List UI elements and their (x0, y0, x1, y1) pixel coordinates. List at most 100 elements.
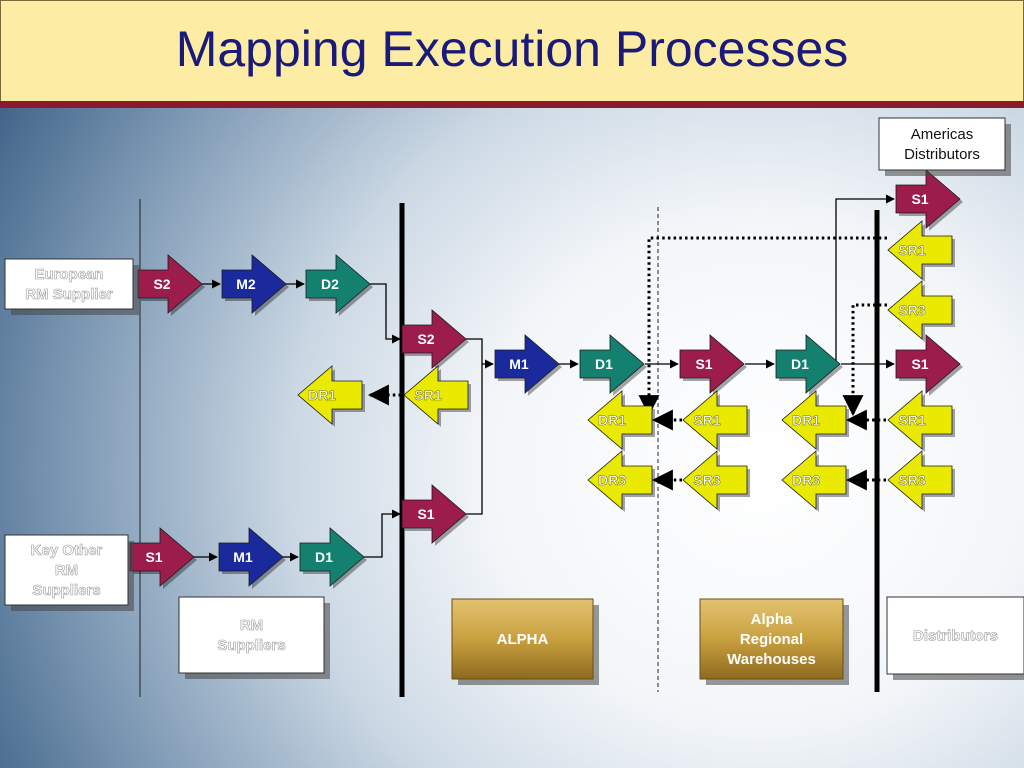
box-label: Suppliers (217, 637, 285, 654)
node-label: M1 (233, 549, 253, 565)
node-label: S1 (695, 356, 712, 372)
node-eu-m2: M2 (221, 254, 289, 316)
node-di-sr3: SR3 (887, 450, 955, 512)
node-eu-s2: S2 (137, 254, 205, 316)
flow-d1-s1 (364, 509, 401, 558)
node-shape (887, 390, 953, 450)
node-ko-s1: S1 (129, 527, 197, 589)
title-bar (0, 0, 1024, 101)
node-wh-d1: D1 (775, 334, 843, 396)
node-label: DR3 (598, 472, 626, 488)
node-a-sr3: SR3 (682, 450, 750, 512)
node-label: D1 (595, 356, 613, 372)
node-label: DR1 (792, 412, 820, 428)
node-label: SR1 (898, 242, 925, 258)
box-label: Distributors (904, 146, 980, 163)
node-label: SR3 (898, 472, 925, 488)
node-eu-d2: D2 (305, 254, 373, 316)
node-shape (137, 254, 203, 314)
node-a-dr3: DR3 (587, 450, 655, 512)
box-label: Alpha (751, 611, 793, 628)
return-top-dr1 (638, 236, 887, 417)
connector-lines (139, 194, 895, 697)
node-shape (887, 220, 953, 280)
box-label: RM Supplier (25, 286, 113, 303)
node-di-sr1-top: SR1 (887, 220, 955, 282)
node-label: M1 (509, 356, 529, 372)
page-title: Mapping Execution Processes (175, 21, 849, 77)
node-label: DR1 (598, 412, 626, 428)
node-label: S2 (153, 276, 170, 292)
box-frame (886, 596, 1024, 675)
node-di-sr1: SR1 (887, 390, 955, 452)
node-shape (305, 254, 371, 314)
node-shape (679, 334, 745, 394)
box-frame (178, 596, 325, 674)
node-shape (579, 334, 645, 394)
node-label: SR3 (693, 472, 720, 488)
node-di-s1-top: S1 (895, 169, 963, 231)
node-label: D1 (315, 549, 333, 565)
box-frame (699, 598, 844, 680)
node-shape (299, 527, 365, 587)
node-shape (682, 390, 748, 450)
node-label: SR1 (414, 387, 441, 403)
node-di-s1: S1 (895, 334, 963, 396)
box-european: European RM Supplier (4, 258, 139, 315)
box-label: RM (240, 617, 263, 634)
node-al-m1: M1 (494, 334, 562, 396)
node-label: SR1 (693, 412, 720, 428)
node-al-dr1: DR1 (297, 365, 365, 427)
node-di-sr3-top: SR3 (887, 280, 955, 342)
node-shape (781, 450, 847, 510)
node-shape (297, 365, 363, 425)
box-label: RM (55, 562, 78, 579)
box-frame (878, 117, 1006, 171)
node-shape (775, 334, 841, 394)
title-rule (0, 101, 1024, 108)
node-a-dr1: DR1 (587, 390, 655, 452)
node-shape (401, 309, 467, 369)
box-label: ALPHA (497, 631, 549, 648)
node-a-sr1: SR1 (682, 390, 750, 452)
node-shape (887, 450, 953, 510)
node-label: D1 (791, 356, 809, 372)
node-shape (401, 484, 467, 544)
flow-alpha-collect (464, 338, 483, 515)
node-shape (895, 169, 961, 229)
box-frame (4, 534, 129, 606)
node-label: DR1 (308, 387, 336, 403)
node-shape (887, 280, 953, 340)
node-ko-d1: D1 (299, 527, 367, 589)
box-label: Key Other (31, 542, 103, 559)
node-shape (587, 390, 653, 450)
node-shape (129, 527, 195, 587)
return-sr3-dr1 (842, 303, 887, 417)
node-shape (403, 365, 469, 425)
box-label: European (34, 266, 103, 283)
node-label: S1 (911, 356, 928, 372)
box-label: Warehouses (727, 651, 816, 668)
node-al-s1: S1 (401, 484, 469, 546)
box-distributors: Distributors (886, 596, 1024, 680)
box-label: Distributors (913, 628, 998, 645)
node-label: SR3 (898, 302, 925, 318)
node-al-d1: D1 (579, 334, 647, 396)
flow-d1-s1-top (835, 194, 895, 364)
node-shape (895, 334, 961, 394)
box-alpha: ALPHA (451, 598, 599, 685)
node-ko-m1: M1 (218, 527, 286, 589)
node-shape (587, 450, 653, 510)
box-label: Americas (911, 126, 974, 143)
node-shape (682, 450, 748, 510)
node-label: S1 (145, 549, 162, 565)
box-frame (4, 258, 134, 310)
node-label: D2 (321, 276, 339, 292)
node-label: DR3 (792, 472, 820, 488)
